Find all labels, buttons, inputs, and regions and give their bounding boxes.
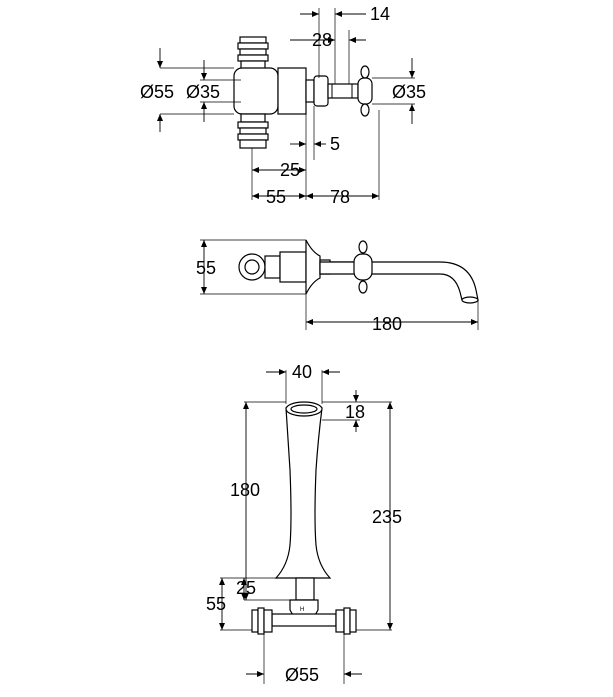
dim-top-dia55: Ø55	[140, 82, 174, 102]
dim-front-180: 180	[230, 480, 260, 500]
top-view-nut-upper	[237, 36, 269, 70]
side-view-spout	[319, 261, 479, 301]
dim-side-55: 55	[196, 258, 216, 278]
front-view-neck	[295, 577, 315, 601]
front-view-spout-column	[274, 407, 332, 579]
side-view-wall-plate	[279, 251, 307, 283]
dim-side-180: 180	[372, 314, 402, 334]
dim-top-dia35-right: Ø35	[392, 82, 426, 102]
front-view-union-right	[335, 607, 357, 635]
side-view-body	[264, 255, 281, 279]
side-view-handle-hub	[353, 253, 373, 281]
dim-front-dia55: Ø55	[285, 665, 319, 685]
side-view-handle-knob-top	[358, 240, 368, 254]
front-view-union-left	[251, 607, 273, 635]
dim-front-18: 18	[345, 402, 365, 422]
front-view: H 40 18 180 235 25 55 Ø55	[206, 362, 402, 685]
dim-top-25: 25	[280, 160, 300, 180]
side-view-spout-outlet	[461, 296, 479, 304]
top-view-wall-plate	[277, 67, 307, 115]
dim-front-55: 55	[206, 594, 226, 614]
top-view: 14 28 Ø55 Ø35 Ø35 5 25 55 78	[140, 4, 426, 207]
dim-front-40: 40	[292, 362, 312, 382]
dim-top-5: 5	[330, 134, 340, 154]
dim-top-28: 28	[312, 30, 332, 50]
front-view-mark: H	[300, 607, 304, 613]
side-view-handle-knob-bottom	[358, 280, 368, 294]
dim-top-55: 55	[266, 187, 286, 207]
dim-top-14: 14	[370, 4, 390, 24]
dim-front-235: 235	[372, 507, 402, 527]
top-view-handle	[305, 65, 373, 117]
side-view-flange	[305, 239, 321, 295]
front-view-spout-top-inner	[290, 404, 318, 414]
dim-front-25: 25	[236, 578, 256, 598]
side-view-inlet-inner	[244, 259, 260, 275]
dim-top-dia35-left: Ø35	[186, 82, 220, 102]
dim-top-78: 78	[330, 187, 350, 207]
front-view-pipe	[271, 613, 337, 627]
side-view: 55 180	[196, 239, 479, 334]
top-view-valve-body	[233, 67, 279, 115]
top-view-nut-lower	[237, 113, 269, 149]
